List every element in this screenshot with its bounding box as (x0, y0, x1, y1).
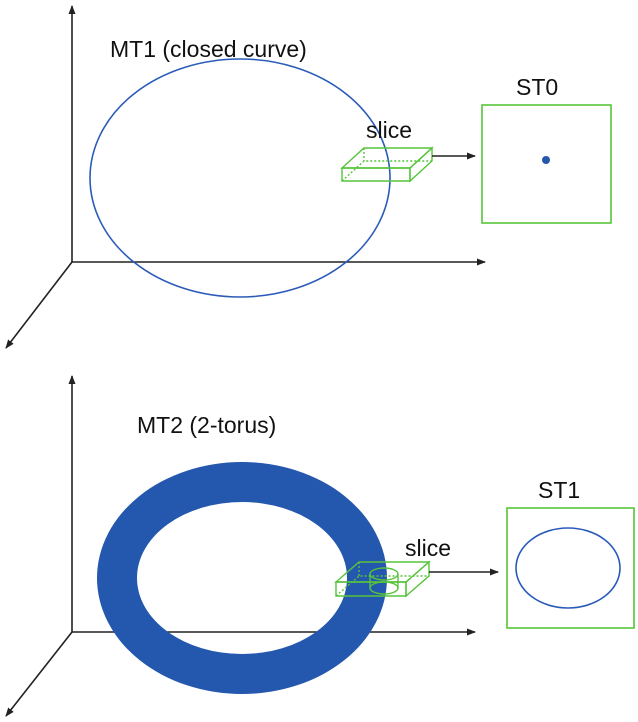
st0-section-box (481, 104, 612, 224)
top-slice-box (340, 146, 434, 183)
torus-mt2 (97, 462, 387, 694)
st1-closed-curve (515, 527, 621, 609)
mt2-label: MT2 (2-torus) (137, 412, 276, 438)
closed-curve-mt1 (89, 58, 391, 298)
bottom-z-axis (5, 631, 73, 717)
top-z-axis (5, 261, 73, 349)
st0-point (542, 156, 550, 164)
bottom-slice-box (334, 560, 431, 598)
top-panel: MT1 (closed curve) slice ST0 (5, 5, 612, 349)
bottom-slice-label: slice (405, 535, 451, 561)
top-slice-label: slice (366, 117, 412, 143)
top-axes (5, 5, 486, 349)
st1-section-box (506, 507, 635, 629)
st0-label: ST0 (516, 74, 558, 100)
st1-label: ST1 (538, 477, 580, 503)
bottom-panel: MT2 (2-torus) slice ST1 (5, 375, 635, 717)
mt1-label: MT1 (closed curve) (110, 36, 307, 62)
